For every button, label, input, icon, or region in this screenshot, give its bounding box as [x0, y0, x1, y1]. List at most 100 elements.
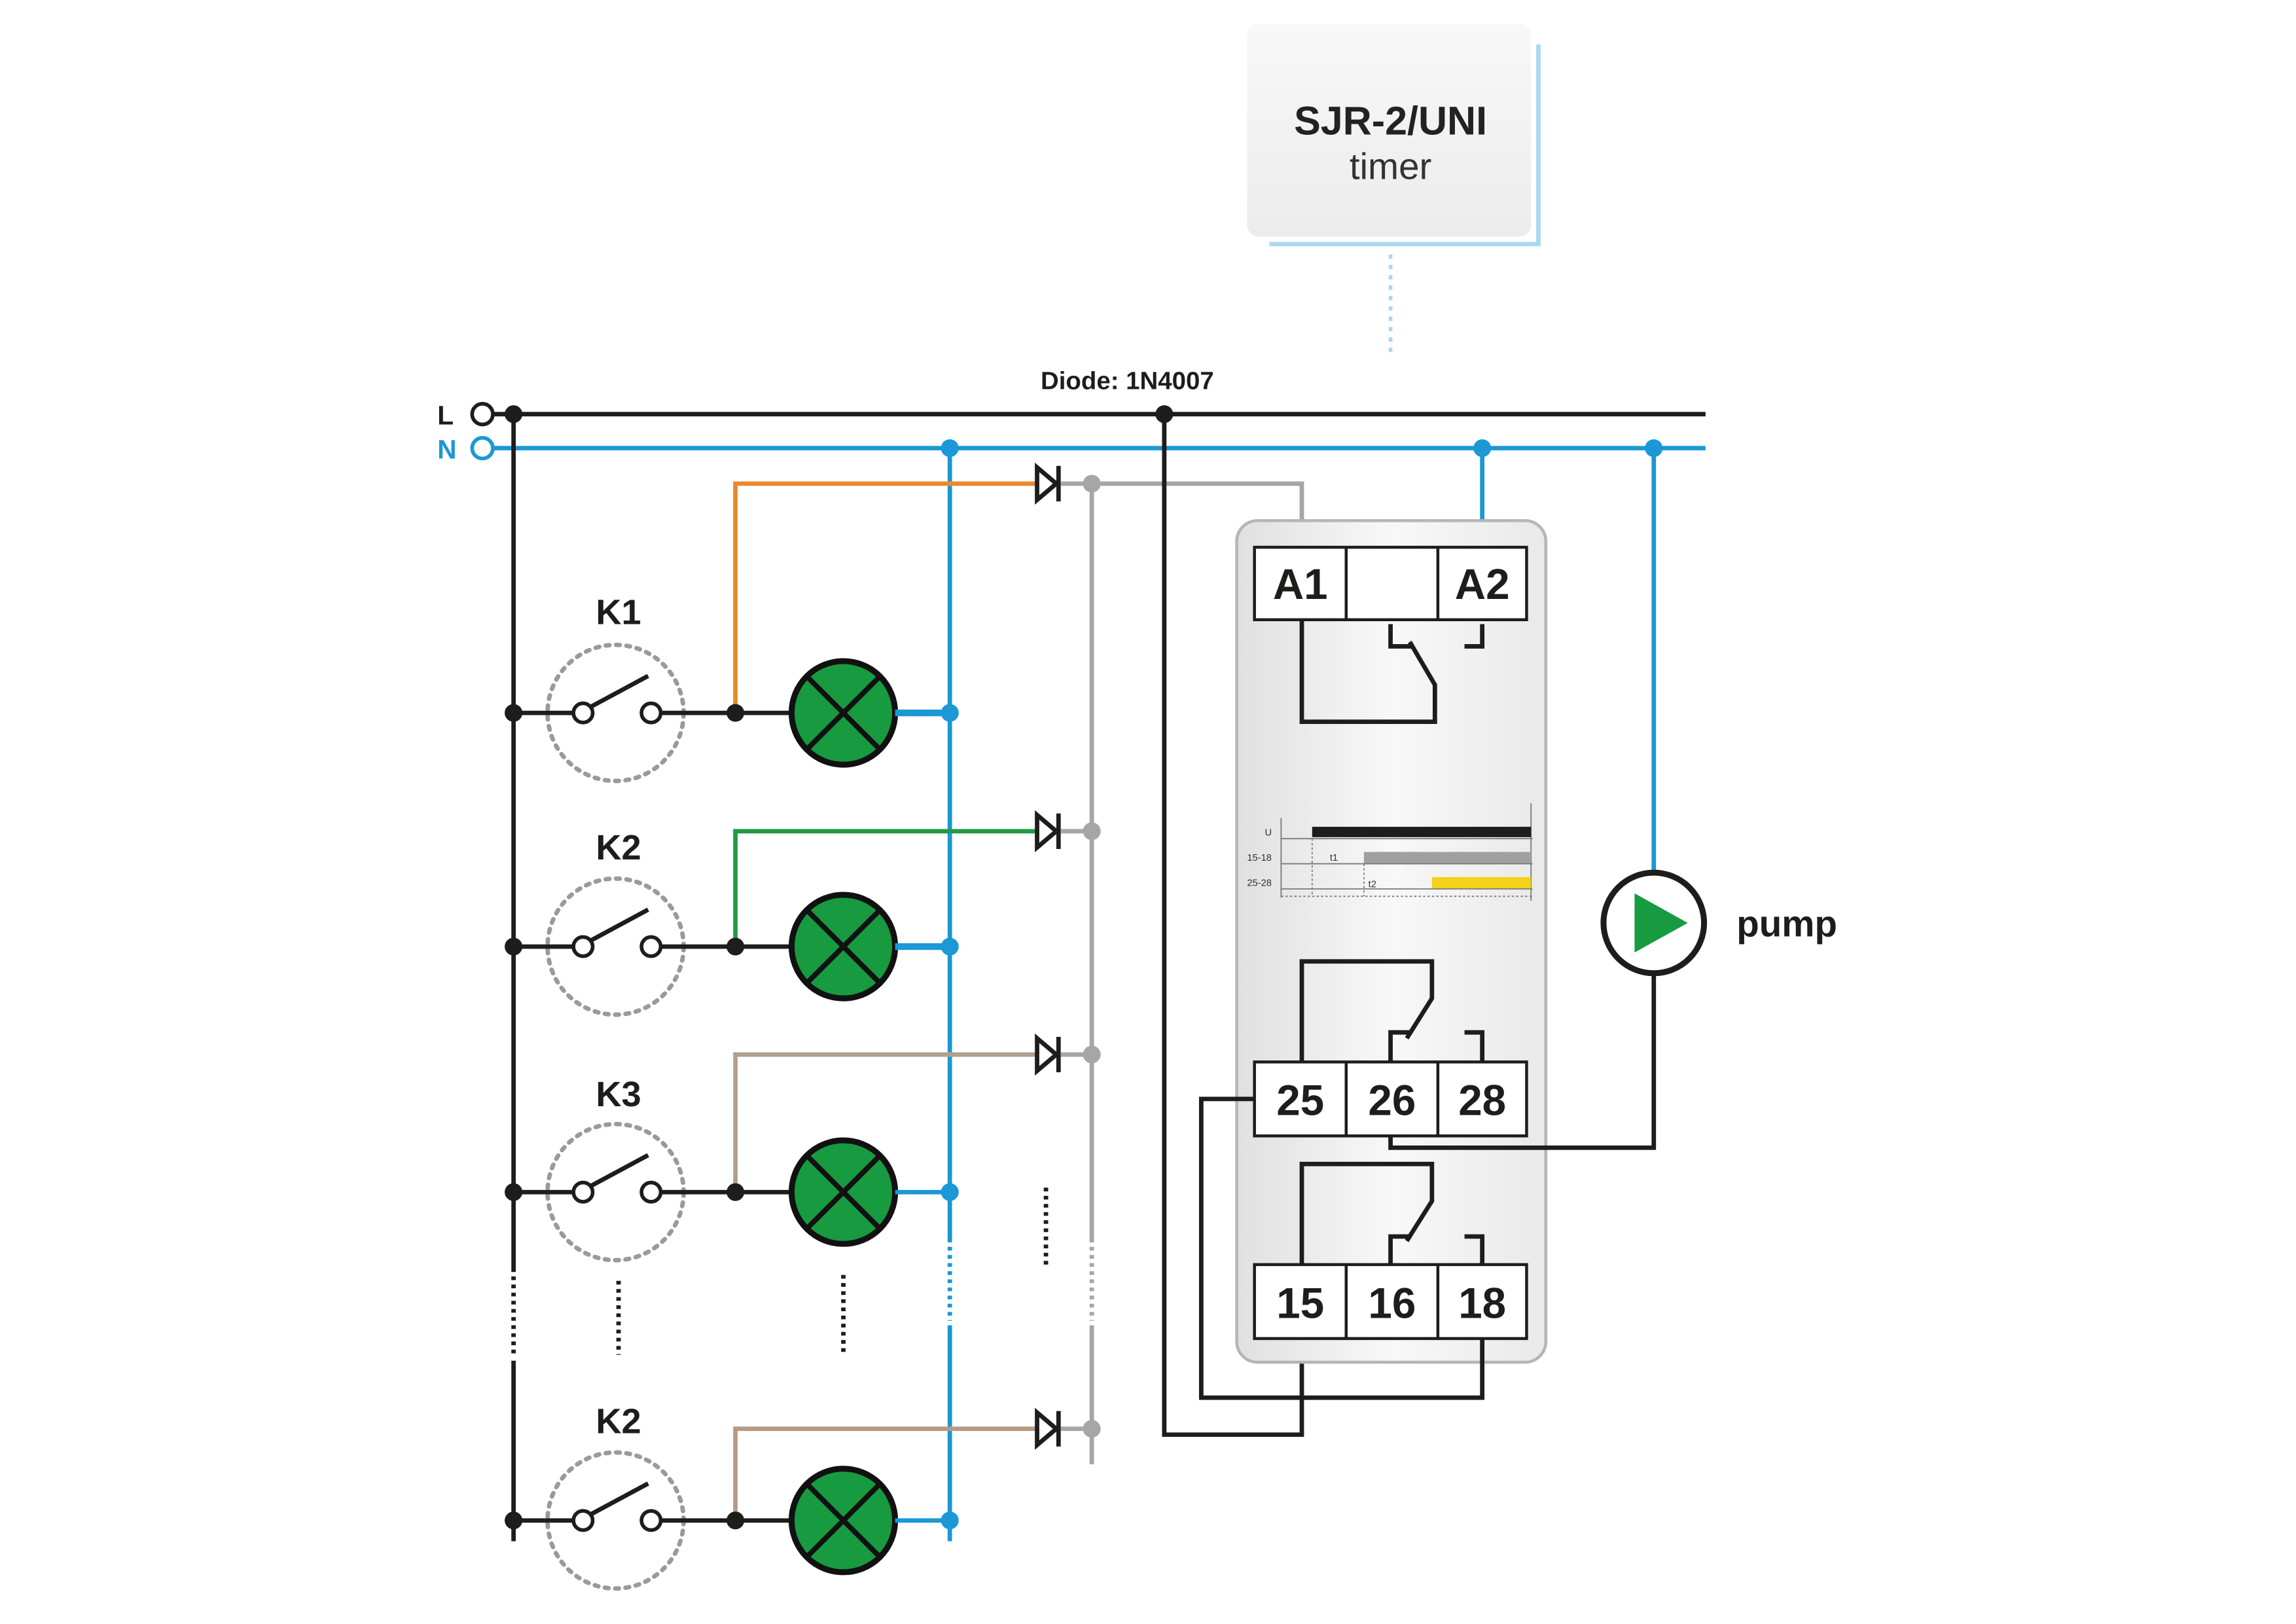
lamp-cross	[805, 674, 882, 751]
contact-1-symbol	[1299, 1161, 1485, 1265]
junction-dot	[941, 1511, 959, 1530]
diode-anode	[1035, 810, 1060, 853]
diode-icon	[1035, 1033, 1061, 1076]
terminal-15: 15	[1276, 1279, 1324, 1327]
relay-module: A1 A2 U 15-18 t1 25-28 t2	[1235, 519, 1548, 1364]
circuit-k1: K1	[505, 462, 1101, 784]
lamp-icon	[788, 892, 899, 1001]
timing-row-label: 25-28	[1247, 878, 1272, 888]
pump-label: pump	[1736, 903, 1837, 944]
junction-dot	[1473, 439, 1492, 458]
supply-lines: L N	[437, 400, 1706, 464]
terminal-a2: A2	[1455, 560, 1510, 608]
diode-icon	[1035, 1407, 1061, 1450]
timing-row-label: 15-18	[1247, 853, 1272, 863]
junction-dot	[1083, 822, 1101, 840]
junction-dot	[1083, 1420, 1101, 1438]
contact-bracket-left	[1388, 1030, 1412, 1062]
contact-bracket-right	[1464, 1234, 1485, 1265]
timing-bar-15-18	[1363, 852, 1532, 864]
contact-path	[1299, 619, 1437, 725]
terminal-28: 28	[1458, 1077, 1506, 1125]
contact-path	[1299, 959, 1435, 1062]
switch-lever	[589, 674, 649, 710]
timing-bar-25-28	[1431, 876, 1532, 889]
junction-dot	[1155, 405, 1174, 424]
circuit-k2-bottom: K2	[505, 1402, 1101, 1591]
device-title: SJR-2/UNI	[1294, 99, 1487, 143]
junction-dot	[726, 1511, 745, 1530]
switch-lever	[589, 1481, 649, 1517]
diode-anode	[1035, 1033, 1060, 1076]
circuit-k3: K3	[505, 1033, 1101, 1263]
junction-dot	[726, 937, 745, 956]
diode-anode	[1035, 462, 1060, 505]
junction-dot	[726, 1183, 745, 1201]
junction-dot	[941, 1183, 959, 1201]
junction-dot	[505, 1511, 523, 1530]
control-wire	[733, 829, 1037, 947]
junction-dot	[941, 704, 959, 722]
lamp-icon	[788, 1466, 899, 1576]
switch-contact-terminal	[571, 1180, 595, 1204]
terminal-box	[1253, 545, 1528, 622]
switch-contact-terminal	[639, 935, 663, 958]
contact-2-terminal-block: 25 26 28	[1253, 1060, 1528, 1138]
circuit-k2: K2	[505, 810, 1101, 1017]
contact-bracket-right	[1464, 624, 1485, 649]
switch-lever	[589, 907, 649, 943]
lamp-cross	[805, 908, 882, 985]
diode-icon	[1035, 810, 1061, 853]
junction-dot	[505, 1183, 523, 1201]
junction-dot	[1645, 439, 1663, 458]
timing-interval-label: t2	[1369, 880, 1376, 890]
lamp-cross	[805, 1154, 882, 1231]
contact-bracket-right	[1464, 1030, 1485, 1062]
terminal-25: 25	[1276, 1077, 1324, 1125]
junction-dot	[1083, 475, 1101, 493]
control-wire	[733, 481, 1037, 713]
junction-dot	[505, 405, 523, 424]
pump-to-terminal-26-wire	[1388, 973, 1657, 1150]
neutral-n-terminal	[470, 436, 495, 461]
switch-contact-terminal	[639, 1509, 663, 1532]
switch-label: K1	[596, 593, 641, 632]
lamp-icon	[788, 1137, 899, 1247]
terminal-25-to-18-wire	[1198, 1096, 1485, 1400]
neutral-label: N	[437, 434, 456, 464]
control-wire	[733, 1052, 1037, 1193]
diode-anode	[1035, 1407, 1060, 1450]
junction-dot	[941, 439, 959, 458]
switch-label: K2	[596, 828, 641, 867]
timing-diagram: U 15-18 t1 25-28 t2	[1247, 803, 1533, 901]
contact-path	[1299, 1161, 1435, 1265]
relay-panel	[1235, 519, 1548, 1364]
switch-contact-terminal	[571, 1509, 595, 1532]
l-to-terminal-15-wire	[1162, 414, 1304, 1437]
control-wire	[733, 1426, 1037, 1521]
contact-bracket-left	[1388, 1234, 1412, 1265]
junction-dot	[505, 937, 523, 956]
lamp-icon	[788, 658, 899, 768]
terminal-26: 26	[1368, 1077, 1416, 1125]
switch-label: K2	[596, 1402, 641, 1441]
contact-1-terminal-block: 15 16 18	[1253, 1263, 1528, 1341]
junction-dot	[1083, 1045, 1101, 1064]
pump-icon	[1600, 869, 1708, 977]
terminal-box	[1253, 1263, 1528, 1341]
switch-contact-terminal	[571, 701, 595, 725]
terminal-box	[1253, 1060, 1528, 1138]
coil-contact-symbol	[1299, 619, 1485, 725]
switch-contact-terminal	[571, 935, 595, 958]
coil-terminal-block: A1 A2	[1253, 545, 1528, 622]
line-label: L	[437, 400, 454, 430]
timing-interval-label: t1	[1330, 853, 1338, 863]
switch-label: K3	[596, 1075, 641, 1114]
switch-contact-terminal	[639, 1180, 663, 1204]
lamp-cross	[805, 1482, 882, 1559]
terminal-a1: A1	[1273, 560, 1328, 608]
line-l-terminal	[470, 402, 495, 427]
contact-bracket-left	[1388, 624, 1412, 649]
timer-header-box: SJR-2/UNI timer	[1247, 24, 1541, 358]
